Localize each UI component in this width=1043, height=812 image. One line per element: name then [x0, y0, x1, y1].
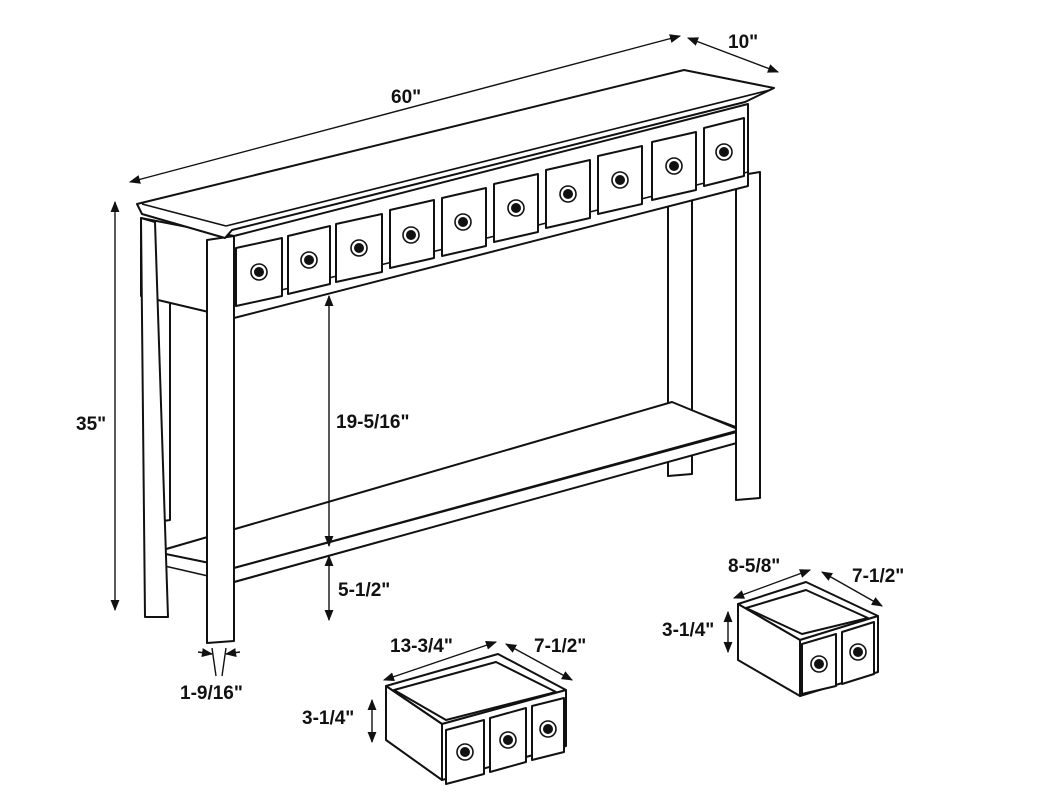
dimension-lines: [110, 34, 780, 677]
drawer-front: [445, 719, 485, 785]
leg-width-label: 1-9/16": [180, 683, 243, 704]
clearance-label: 19-5/16": [336, 412, 409, 433]
table-length-label: 60": [391, 87, 421, 108]
rear-left-leg: [140, 217, 169, 618]
drawer-front: [287, 225, 331, 295]
drawer-front: [597, 145, 643, 215]
drawer-front: [801, 633, 837, 695]
drawer-front: [335, 213, 383, 283]
table-depth-label: 10": [728, 32, 758, 53]
drawer-front: [545, 159, 591, 229]
large-drawer-width-label: 13-3/4": [390, 636, 453, 657]
small-drawer-depth-label: 7-1/2": [852, 566, 904, 587]
small-drawer-width-label: 8-5/8": [728, 556, 780, 577]
drawer-front: [531, 697, 565, 761]
front-right-leg: [735, 171, 761, 501]
drawer-front: [235, 237, 283, 307]
small-drawer-height-label: 3-1/4": [662, 620, 714, 641]
drawer-front: [493, 173, 539, 243]
bottom-shelf-front: [233, 429, 745, 583]
bottom-shelf-top: [155, 401, 741, 569]
drawer-front: [703, 117, 745, 187]
large-drawer-height-label: 3-1/4": [302, 708, 354, 729]
shelf-height-label: 5-1/2": [338, 580, 390, 601]
table-height-label: 35": [76, 414, 106, 435]
drawer-front: [389, 199, 435, 269]
large-drawer-depth-label: 7-1/2": [534, 636, 586, 657]
drawer-front: [651, 131, 697, 201]
small-drawer: [723, 569, 883, 697]
front-left-leg: [206, 235, 235, 644]
drawer-front: [841, 621, 875, 685]
large-drawer: [367, 640, 573, 785]
console-table: [136, 69, 775, 644]
drawer-front: [489, 707, 527, 773]
drawer-front: [441, 187, 487, 257]
